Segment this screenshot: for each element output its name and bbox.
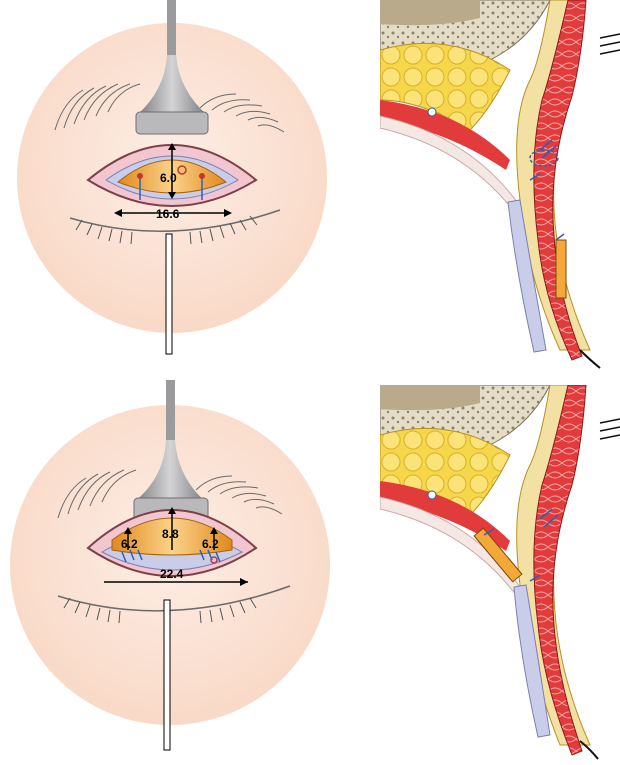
brow-hair [600, 34, 620, 54]
eyelash-icon [580, 350, 600, 368]
width-label: 16.6 [156, 207, 180, 221]
graft [556, 240, 566, 298]
top-eye-illustration: 6.0 16.6 [0, 0, 340, 380]
bottom-cross-section [380, 385, 620, 760]
brow-hair [600, 419, 620, 439]
lower-retractor-lines [164, 600, 170, 750]
bottom-eye-illustration: 6.2 8.8 6.2 22.4 [0, 380, 340, 760]
width-label: 22.4 [160, 567, 184, 581]
center-height-label: 8.8 [162, 527, 179, 541]
top-cross-section [380, 0, 620, 370]
lower-retractor-lines [166, 234, 172, 354]
left-height-label: 6.2 [121, 537, 138, 551]
height-label: 6.0 [160, 171, 177, 185]
right-height-label: 6.2 [202, 537, 219, 551]
